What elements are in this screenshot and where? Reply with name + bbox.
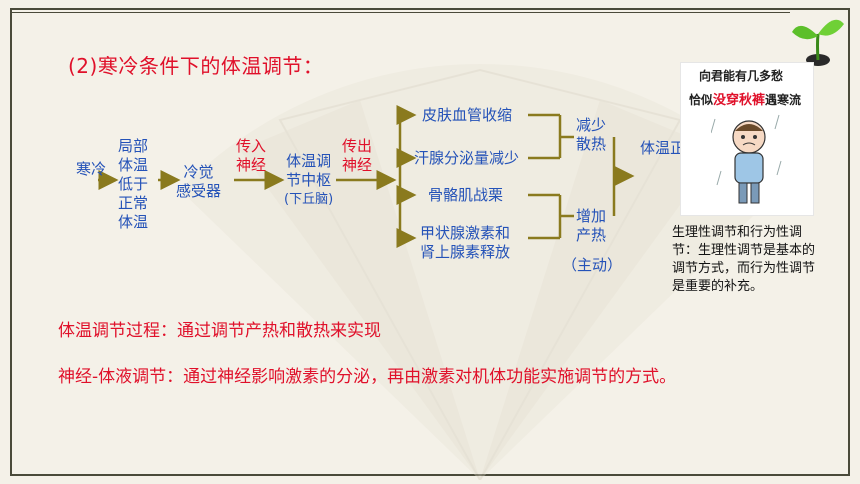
shivering-person-icon	[711, 114, 782, 204]
regulation-caption: 生理性调节和行为性调节：生理性调节是基本的调节方式，而行为性调节是重要的补充。	[672, 225, 816, 294]
skin-vasoconstriction-label: 皮肤血管收缩	[422, 106, 513, 124]
bottom-border-line	[10, 474, 850, 476]
cartoon-caption-line1: 向君能有几多愁	[699, 69, 784, 83]
sprout-icon	[792, 19, 844, 66]
hormone-release-label: 甲状腺激素和 肾上腺素释放	[420, 224, 511, 261]
cartoon-image: 向君能有几多愁 恰似没穿秋裤遇寒流	[680, 62, 814, 216]
increase-heat-label: 增加 产热	[576, 207, 607, 244]
sweat-reduction-label: 汗腺分泌量减少	[414, 149, 520, 167]
top-border-line-thin	[10, 12, 790, 13]
process-summary-text: 体温调节过程：通过调节产热和散热来实现	[58, 321, 381, 341]
neuro-humoral-text: 神经-体液调节：通过神经影响激素的分泌，再由激素对机体功能实施调节的方式。	[58, 367, 677, 387]
left-border-line	[10, 8, 12, 476]
thermoregulation-center-label: 体温调 节中枢 (下丘脑)	[284, 152, 334, 207]
local-temperature-label: 局部 体温 低于 正常 体温	[118, 137, 149, 231]
cold-receptor-label: 冷觉 感受器	[176, 163, 222, 200]
reduce-heat-loss-label: 减少 散热	[576, 116, 607, 153]
cartoon-caption-line2: 恰似没穿秋裤遇寒流	[689, 93, 802, 108]
normal-temperature-label: 体温正常	[640, 139, 700, 158]
efferent-nerve-label: 传出 神经	[342, 137, 373, 174]
cold-label: 寒冷	[76, 160, 107, 178]
active-label: （主动）	[562, 256, 623, 274]
right-border-line	[848, 8, 850, 476]
afferent-nerve-label: 传入 神经	[236, 137, 267, 174]
top-border-line	[10, 8, 850, 10]
muscle-shivering-label: 骨骼肌战栗	[428, 186, 504, 204]
page-title: (2)寒冷条件下的体温调节：	[68, 54, 324, 78]
